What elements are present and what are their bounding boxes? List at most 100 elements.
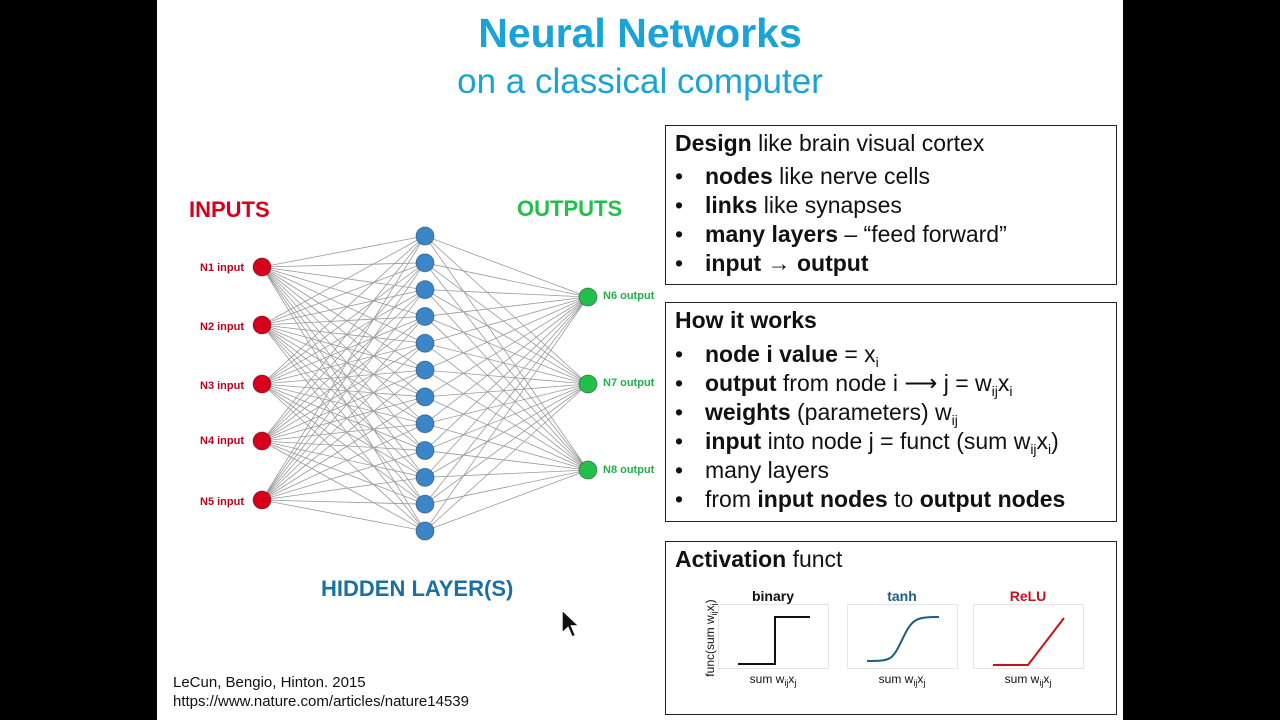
- network-edge: [261, 450, 426, 501]
- input-node: [252, 431, 272, 451]
- network-edge: [261, 324, 426, 344]
- network-edge: [261, 262, 426, 442]
- network-edge: [424, 469, 589, 505]
- mouse-cursor-icon: [561, 608, 581, 638]
- network-edge: [424, 289, 589, 385]
- how-list: node i value = xi output from node i ⟶ j…: [675, 340, 1065, 514]
- output-node: [578, 287, 598, 307]
- input-node: [252, 490, 272, 510]
- slide: Neural Networks on a classical computer …: [157, 0, 1123, 720]
- network-edge: [424, 262, 589, 298]
- network-edge: [261, 383, 426, 478]
- citation-url[interactable]: https://www.nature.com/articles/nature14…: [173, 693, 469, 710]
- network-edge: [261, 342, 426, 501]
- how-box-heading: How it works: [675, 307, 817, 333]
- network-edge: [424, 296, 589, 532]
- network-edge: [261, 266, 426, 505]
- network-edge: [261, 266, 426, 425]
- network-edge: [424, 262, 589, 385]
- tanh-plot-title: tanh: [887, 588, 917, 604]
- output-node-label: N6 output: [603, 290, 655, 302]
- network-edge: [424, 383, 589, 398]
- network-edge: [424, 469, 589, 532]
- list-item: from input nodes to output nodes: [675, 485, 1065, 514]
- network-edge: [424, 383, 589, 532]
- network-edge: [261, 324, 426, 398]
- input-node-label: N1 input: [200, 262, 244, 274]
- network-edge: [261, 235, 426, 501]
- network-edge: [261, 440, 426, 478]
- outputs-label: OUTPUTS: [517, 196, 623, 221]
- slide-subtitle: on a classical computer: [457, 62, 823, 101]
- network-edge: [261, 289, 426, 385]
- hidden-node: [415, 306, 435, 326]
- network-edge: [261, 235, 426, 268]
- network-edge: [424, 235, 589, 385]
- network-edge: [261, 369, 426, 442]
- network-edge: [261, 423, 426, 442]
- network-edge: [261, 324, 426, 451]
- hidden-node: [415, 280, 435, 300]
- input-node: [252, 257, 272, 277]
- network-edge: [261, 396, 426, 501]
- network-edge: [261, 499, 426, 505]
- network-edge: [424, 235, 589, 471]
- network-edge: [261, 342, 426, 442]
- activation-y-label: func(sum wijxj): [703, 599, 719, 677]
- network-edge: [261, 316, 426, 501]
- network-edge: [424, 296, 589, 505]
- network-edge: [261, 266, 426, 291]
- network-edge: [424, 289, 589, 471]
- how-it-works-box: How it works node i value = xi output fr…: [665, 302, 1117, 522]
- network-edge: [424, 296, 589, 451]
- network-edge: [261, 262, 426, 268]
- network-edge: [424, 396, 589, 471]
- relu-plot-title: ReLU: [1009, 588, 1047, 604]
- list-item: input into node j = funct (sum wijxi): [675, 427, 1065, 457]
- network-edge: [261, 324, 426, 425]
- network-edge: [261, 289, 426, 326]
- hidden-node: [415, 494, 435, 514]
- network-edge: [261, 235, 426, 385]
- network-edge: [261, 235, 426, 326]
- network-edge: [261, 383, 426, 505]
- hidden-node: [415, 360, 435, 380]
- network-edge: [261, 316, 426, 385]
- network-edge: [424, 262, 589, 471]
- network-edge: [261, 316, 426, 442]
- network-edge: [261, 383, 426, 451]
- network-edge: [261, 440, 426, 451]
- hidden-node: [415, 333, 435, 353]
- network-edge: [424, 383, 589, 505]
- hidden-node: [415, 226, 435, 246]
- tanh-plot: [847, 604, 958, 669]
- input-node: [252, 374, 272, 394]
- output-node-label: N8 output: [603, 464, 655, 476]
- network-edge: [261, 342, 426, 385]
- inputs-label: INPUTS: [189, 197, 270, 222]
- network-edge: [261, 369, 426, 385]
- network-edge: [261, 383, 426, 398]
- hidden-node: [415, 414, 435, 434]
- list-item: output from node i ⟶ j = wijxi: [675, 369, 1065, 399]
- output-node: [578, 460, 598, 480]
- network-edge: [424, 289, 589, 298]
- hidden-node: [415, 441, 435, 461]
- list-item: many layers – “feed forward”: [675, 220, 1007, 249]
- network-edge: [261, 266, 426, 317]
- network-edge: [424, 383, 589, 425]
- network-edge: [424, 296, 589, 317]
- binary-x-label: sum wijxj: [749, 672, 797, 688]
- network-edge: [261, 383, 426, 532]
- list-item: input → output: [675, 249, 1007, 278]
- list-item: links like synapses: [675, 191, 1007, 220]
- list-item: many layers: [675, 456, 1065, 485]
- network-edge: [261, 266, 426, 344]
- activation-box-heading: Activation funct: [675, 546, 843, 572]
- network-edge: [261, 316, 426, 326]
- tanh-x-label: sum wijxj: [878, 672, 926, 688]
- network-edge: [424, 369, 589, 471]
- network-edge: [261, 499, 426, 532]
- network-edge: [261, 266, 426, 398]
- network-edge: [424, 383, 589, 451]
